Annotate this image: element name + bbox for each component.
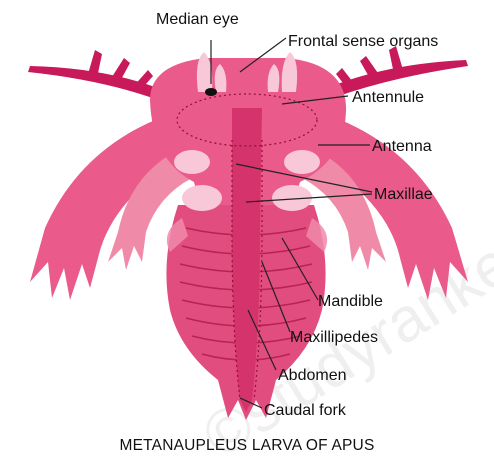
label-mandible: Mandible (318, 293, 383, 310)
label-frontal-sense-organs: Frontal sense organs (288, 33, 438, 50)
label-antenna: Antenna (372, 138, 432, 155)
antennule-left (28, 50, 168, 102)
label-antennule: Antennule (352, 89, 424, 106)
label-abdomen: Abdomen (278, 367, 347, 384)
median-eye (205, 88, 217, 96)
label-median-eye: Median eye (156, 11, 239, 28)
label-caudal-fork: Caudal fork (264, 402, 347, 419)
label-maxillipedes: Maxillipedes (290, 329, 378, 346)
figure-caption: METANAUPLEUS LARVA OF APUS (119, 437, 374, 454)
label-maxillae: Maxillae (374, 186, 433, 203)
